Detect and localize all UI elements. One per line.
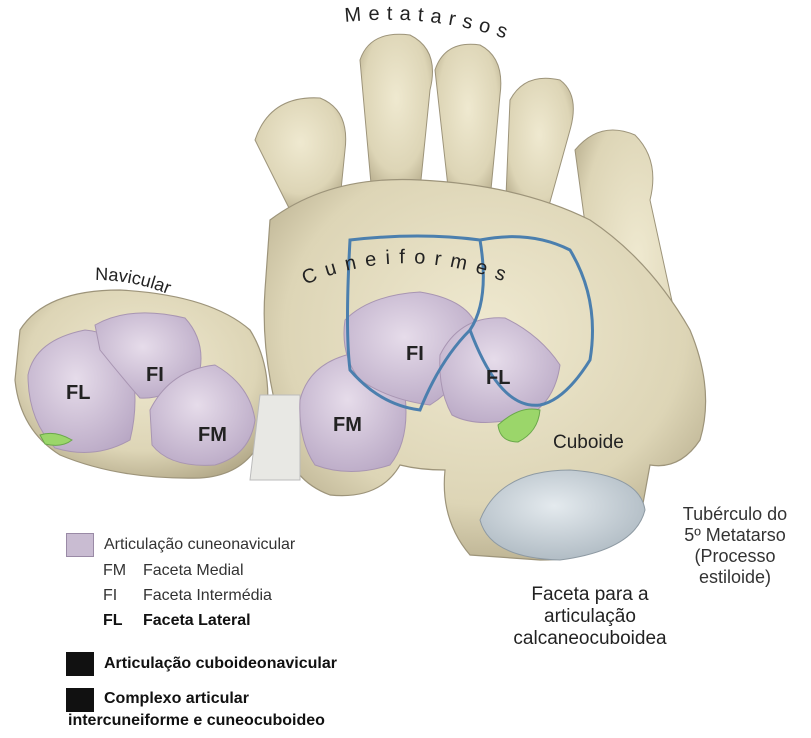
legend-swatch-black-1 [66,652,94,676]
label-faceta-calcaneocuboidea: Faceta para a articulação calcaneocuboid… [480,584,700,650]
legend-label-intercuneiforme-line1: Complexo articular [104,688,325,710]
label-tuberculo-line3: (Processo [660,546,810,567]
legend-label-cuboideonavicular: Articulação cuboideonavicular [104,655,337,673]
label-faceta-line3: calcaneocuboidea [480,628,700,650]
label-metatarsos-text: Metatarsos [344,3,517,46]
facet-cuneiform-fl: FL [486,367,510,390]
legend-label-fi: Faceta Intermédia [143,587,272,605]
legend-item-fi: FI Faceta Intermédia [103,587,272,605]
legend-swatch-lavender [66,533,94,557]
legend-label-fl: Faceta Lateral [143,612,251,630]
facet-cuneiform-fm: FM [333,414,362,437]
label-faceta-line1: Faceta para a [480,584,700,606]
legend-label-fm: Faceta Medial [143,562,244,580]
facet-navicular-fl: FL [66,382,90,405]
label-tuberculo-line2: 5º Metatarso [660,525,810,546]
legend-abbr-fi: FI [103,587,143,605]
legend-label-intercuneiforme-line2: intercuneiforme e cuneocuboideo [68,710,325,732]
facet-navicular-fi: FI [146,364,164,387]
facet-cuneiform-fi: FI [406,343,424,366]
label-metatarsos: Metatarsos [344,3,517,46]
legend-item-fm: FM Faceta Medial [103,562,244,580]
legend-item-cuboideonavicular: Articulação cuboideonavicular [66,652,337,676]
legend-label-cuneonavicular: Articulação cuneonavicular [104,536,295,554]
legend-item-intercuneiforme: Complexo articular intercuneiforme e cun… [66,688,325,732]
legend-item-cuneonavicular: Articulação cuneonavicular [66,533,295,557]
label-faceta-line2: articulação [480,606,700,628]
legend-item-fl: FL Faceta Lateral [103,612,251,630]
label-cuboide: Cuboide [553,432,624,454]
facet-navicular-fm: FM [198,424,227,447]
legend-abbr-fl: FL [103,612,143,630]
legend-swatch-black-2 [66,688,94,712]
legend-abbr-fm: FM [103,562,143,580]
legend-label-intercuneiforme: Complexo articular intercuneiforme e cun… [104,688,325,732]
label-tuberculo: Tubérculo do 5º Metatarso (Processo esti… [660,504,810,588]
label-tuberculo-line1: Tubérculo do [660,504,810,525]
